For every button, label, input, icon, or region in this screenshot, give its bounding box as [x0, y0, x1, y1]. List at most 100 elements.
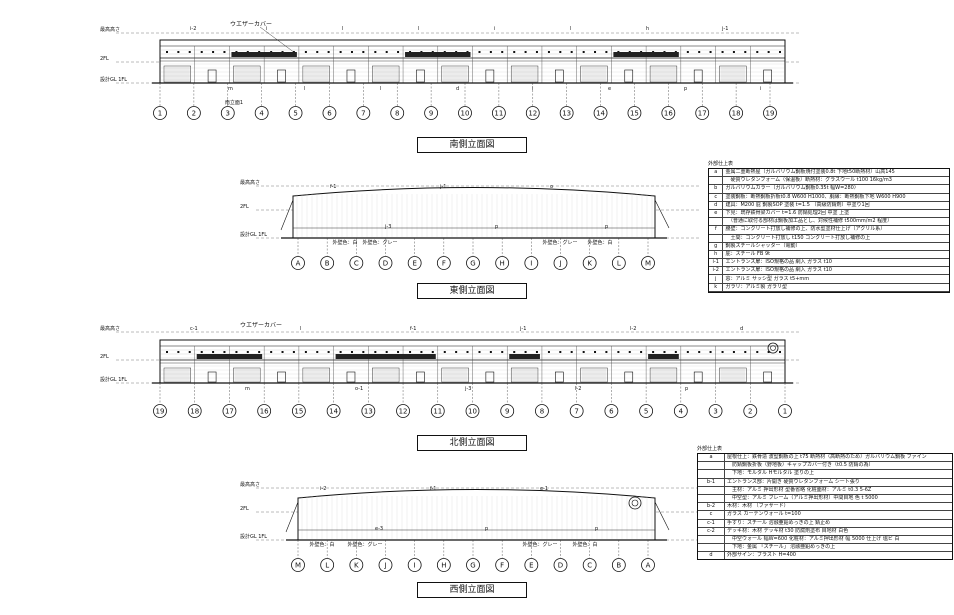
- window-dot: [455, 351, 457, 353]
- window-dot: [583, 351, 585, 353]
- window-dot: [733, 51, 735, 53]
- window-dot: [605, 51, 607, 53]
- window-dot: [223, 51, 225, 53]
- callout-tag: i: [760, 86, 761, 92]
- grid-label: 3: [226, 110, 230, 118]
- window-dot: [733, 351, 735, 353]
- level-label-gl: 設計GL 1FL: [240, 533, 267, 540]
- grid-label: M: [295, 562, 301, 570]
- callout-tag: p: [595, 526, 598, 532]
- window-dot: [559, 351, 561, 353]
- window-dot: [571, 51, 573, 53]
- finish-key: i-1: [709, 259, 723, 267]
- grid-label: D: [558, 562, 563, 570]
- wall-color-note: 外壁色：グレー: [362, 239, 397, 246]
- grid-label: 19: [156, 408, 165, 416]
- window-dot: [328, 51, 330, 53]
- finish-key: [709, 218, 723, 226]
- grid-label: 2: [192, 110, 196, 118]
- finish-description: 主材：アルミ 押出形材 型番省略 化粧面材：アルミ t0.3 5-6Z: [725, 486, 953, 494]
- finish-row: 主材：アルミ 押出形材 型番省略 化粧面材：アルミ t0.3 5-6Z: [698, 486, 952, 494]
- callout-tag: m: [228, 86, 233, 92]
- finish-description: ガラリ：アルミ製 ガラリ型: [723, 283, 949, 291]
- finish-description: 木材：木材 （ファサード）: [725, 503, 953, 511]
- window-dot: [177, 51, 179, 53]
- canopy-right: [655, 502, 669, 530]
- window-dot: [513, 351, 515, 353]
- grid-label: 9: [505, 408, 509, 416]
- finish-row: 下地：金属 「スチール」 溶融亜鉛めっきの上: [698, 544, 952, 552]
- finish-key: a: [698, 454, 725, 462]
- finish-key: h: [709, 250, 723, 258]
- level-label-2fl: 2FL: [100, 56, 109, 62]
- grid-label: 10: [461, 110, 470, 118]
- window-dot: [536, 351, 538, 353]
- window-dot: [386, 51, 388, 53]
- grid-label: 7: [574, 408, 578, 416]
- grid-label: 6: [609, 408, 614, 416]
- window-dot: [525, 351, 527, 353]
- callout-tag: p: [485, 526, 488, 532]
- callout-tag: o: [550, 184, 553, 190]
- window-dot: [698, 51, 700, 53]
- window-dot: [617, 351, 619, 353]
- level-label-2fl: 2FL: [100, 354, 109, 360]
- finish-key: k: [709, 283, 723, 291]
- finish-row: 防錆鋼板折板（野地板）キャップカバー付き（t0.5 防錆の為）: [698, 462, 952, 470]
- level-label-top: 最高高さ: [100, 325, 120, 332]
- grid-label: 17: [225, 408, 234, 416]
- finish-description: 塗装鋼板：断熱鋼板折板t0.8 W600 H1000、胴縁：断熱鋼板下地 W60…: [723, 193, 949, 201]
- grid-label: J: [383, 562, 386, 570]
- finish-key: i-2: [709, 267, 723, 275]
- window-dot: [467, 351, 469, 353]
- canopy-left: [286, 502, 298, 532]
- finish-description: 庇：スチール FB 9t: [723, 250, 949, 258]
- callout-tag: p: [495, 224, 498, 230]
- window-dot: [397, 351, 399, 353]
- grid-label: H: [500, 260, 505, 268]
- grid-label: 8: [395, 110, 399, 118]
- grid-label: H: [441, 562, 446, 570]
- grid-label: E: [412, 260, 416, 268]
- elevation-marker: 南立面1: [225, 99, 243, 106]
- finish-key: [698, 486, 725, 494]
- grid-label: 6: [327, 110, 332, 118]
- grid-label: D: [383, 260, 388, 268]
- window-dot: [605, 351, 607, 353]
- level-label-gl: 設計GL 1FL: [100, 376, 127, 383]
- window-dot: [282, 351, 284, 353]
- window-dot: [548, 351, 550, 353]
- callout-tag: m: [245, 386, 250, 392]
- level-label-top: 最高高さ: [240, 481, 260, 488]
- callout-tag: j-1: [721, 26, 728, 32]
- west-elevation-title: 西側立面図: [417, 582, 527, 598]
- finish-description: 土間：コンクリート打放し t150 コンクリート打放し補修の上: [723, 234, 949, 242]
- grid-label: I: [530, 260, 532, 268]
- window-dot: [571, 351, 573, 353]
- finish-description: デッキ材：木材 デッキ材 t30 防腐剤塗布 目地材 白色: [725, 527, 953, 535]
- level-label-2fl: 2FL: [240, 204, 249, 210]
- window-dot: [594, 51, 596, 53]
- finish-description: 硬質ウレタンフォーム（保温板）断熱材：グラスウール t100 16kg/m3: [723, 177, 949, 185]
- finish-description: エントランス部：片開き 硬質ウレタンフォーム シート張り: [725, 478, 953, 486]
- grid-label: 7: [361, 110, 365, 118]
- grid-label: 13: [562, 110, 571, 118]
- finish-row: （普通に取付る部材は鋼板加工品とし、対候性補修 t500mm/m2 程度）: [709, 218, 949, 226]
- finish-key: [698, 494, 725, 502]
- callout-tag: l: [300, 326, 301, 332]
- window-dot: [722, 351, 724, 353]
- grid-label: 15: [294, 408, 303, 416]
- finish-key: l: [709, 291, 723, 293]
- finish-description: 下地：金属 「スチール」 溶融亜鉛めっきの上: [725, 544, 953, 552]
- window-dot: [501, 51, 503, 53]
- window-dot: [316, 51, 318, 53]
- east-elevation-title: 東側立面図: [417, 283, 527, 299]
- finish-row: 中空型：アルミ フレーム（アルミ押出形材）中間目地 色 t 5000: [698, 494, 952, 502]
